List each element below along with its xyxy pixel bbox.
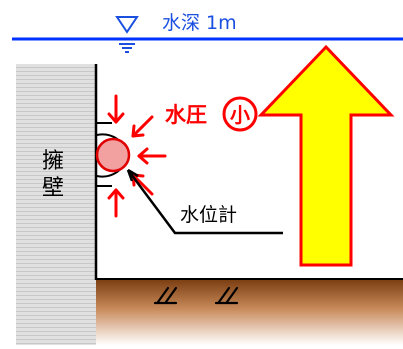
- ground-hatch-icon: [214, 286, 239, 305]
- pressure-arrow-upper-right: [131, 115, 154, 138]
- water-level-gauge: [95, 137, 131, 173]
- water-depth-label: 水深 1m: [162, 12, 237, 34]
- wall-label-line1: 擁: [42, 149, 64, 174]
- rising-water-arrow: [257, 44, 395, 267]
- gauge-bracket: [96, 122, 112, 187]
- pressure-level-value: 小: [230, 103, 250, 127]
- pressure-arrow-bottom: [107, 188, 125, 218]
- ground: [96, 279, 403, 345]
- pressure-arrow-right: [137, 147, 167, 165]
- wall-label-line2: 壁: [42, 176, 64, 201]
- ground-hatch-icon: [153, 286, 178, 305]
- gauge-label: 水位計: [180, 204, 237, 226]
- water-level-triangle-icon: [115, 16, 139, 53]
- pressure-arrow-top: [107, 94, 125, 124]
- gauge-leader: [126, 168, 283, 235]
- retaining-wall: [16, 64, 96, 345]
- pressure-level-circle: [222, 96, 258, 132]
- water-pressure-label: 水圧: [165, 103, 207, 127]
